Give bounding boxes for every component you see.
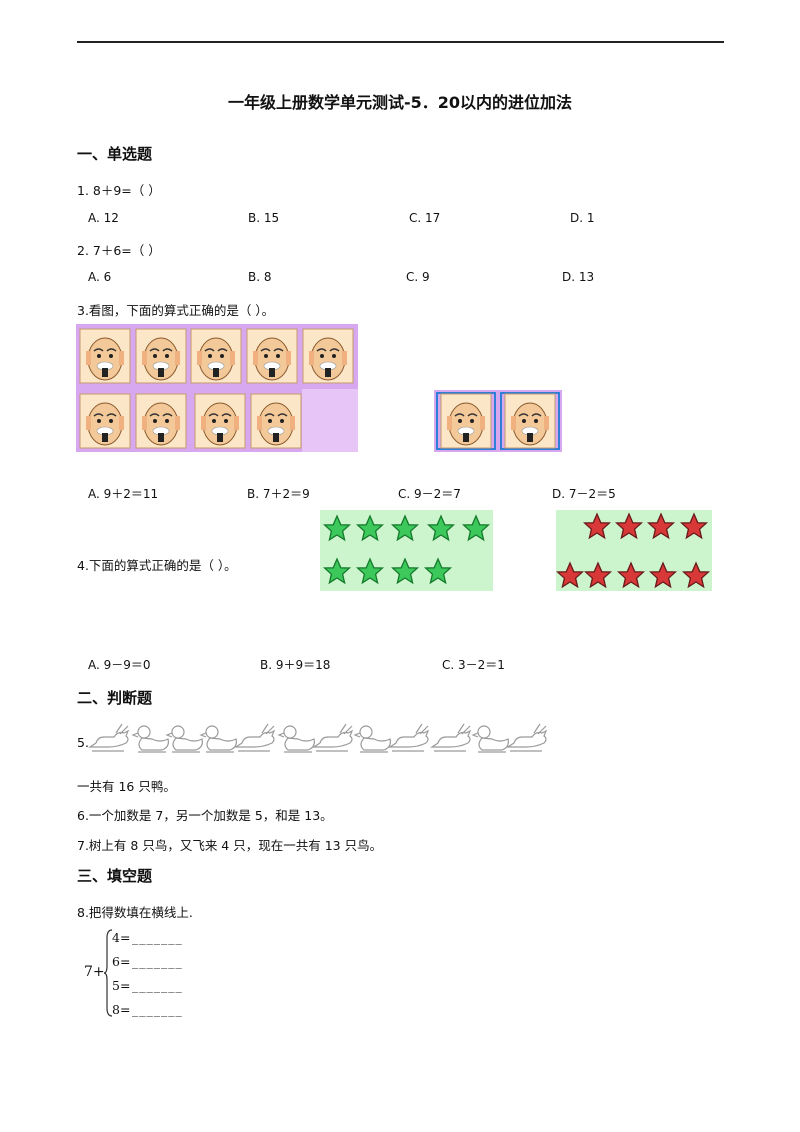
q3-faces-picture-left	[76, 324, 358, 452]
q8-prefix: 7+	[84, 964, 105, 980]
q8-row-2-label: 6=	[112, 954, 131, 969]
question-6: 6.一个加数是 7，另一个加数是 5，和是 13。	[77, 808, 333, 823]
q4-option-b: B. 9＋9＝18	[260, 658, 331, 672]
question-5-text: 一共有 16 只鸭。	[77, 779, 176, 794]
question-2: 2. 7＋6=（ ）	[77, 243, 161, 258]
question-7: 7.树上有 8 只鸟，又飞来 4 只，现在一共有 13 只鸟。	[77, 838, 383, 853]
q4-option-a: A. 9－9＝0	[88, 658, 151, 672]
q4-green-stars-picture	[320, 510, 493, 591]
q4-option-c: C. 3－2＝1	[442, 658, 505, 672]
q1-option-a: A. 12	[88, 211, 119, 225]
q8-brace	[104, 929, 113, 1017]
q3-option-a: A. 9＋2＝11	[88, 487, 159, 501]
q3-faces-picture-right	[434, 390, 562, 452]
q1-option-d: D. 1	[570, 211, 595, 225]
q8-row-4-blank[interactable]: _______	[132, 1002, 183, 1017]
q8-row-1-label: 4=	[112, 930, 131, 945]
q2-option-c: C. 9	[406, 270, 430, 284]
q3-option-d: D. 7－2＝5	[552, 487, 616, 501]
q8-row-1-blank[interactable]: _______	[132, 930, 183, 945]
question-4: 4.下面的算式正确的是（ ）。	[77, 558, 237, 573]
question-8: 8.把得数填在横线上.	[77, 905, 193, 920]
q1-option-c: C. 17	[409, 211, 441, 225]
q8-row-3-label: 5=	[112, 978, 131, 993]
q2-option-d: D. 13	[562, 270, 595, 284]
question-3: 3.看图，下面的算式正确的是（ ）。	[77, 303, 275, 318]
page-title: 一年级上册数学单元测试-5．20以内的进位加法	[227, 93, 573, 112]
q8-row-3-blank[interactable]: _______	[132, 978, 183, 993]
section-heading-single-choice: 一、单选题	[77, 145, 153, 163]
section-heading-fill-blank: 三、填空题	[77, 867, 153, 885]
top-rule	[77, 41, 724, 43]
q8-row-2-blank[interactable]: _______	[132, 954, 183, 969]
q2-option-b: B. 8	[248, 270, 272, 284]
q8-row-4-label: 8=	[112, 1002, 131, 1017]
question-1: 1. 8＋9=（ ）	[77, 183, 161, 198]
question-5-number: 5.	[77, 735, 89, 750]
q2-option-a: A. 6	[88, 270, 112, 284]
q3-option-b: B. 7＋2＝9	[247, 487, 310, 501]
q3-option-c: C. 9－2＝7	[398, 487, 461, 501]
q5-ducks-rabbits-picture	[89, 723, 547, 753]
q1-option-b: B. 15	[248, 211, 280, 225]
q4-red-stars-picture	[556, 510, 712, 591]
section-heading-true-false: 二、判断题	[77, 689, 153, 707]
